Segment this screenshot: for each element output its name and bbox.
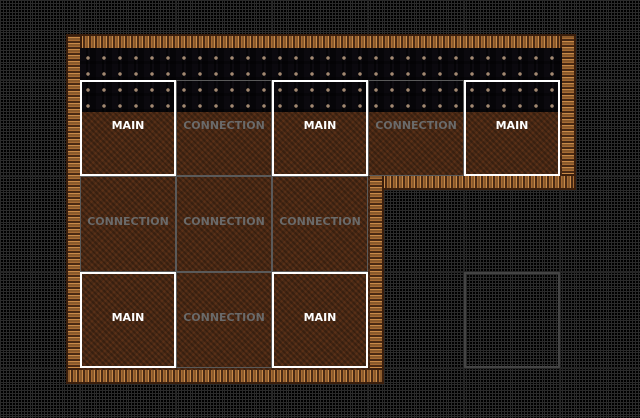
room-label: CONNECTION [87, 214, 169, 228]
room-label: MAIN [303, 310, 337, 324]
main-room-cell[interactable]: MAIN [272, 80, 368, 176]
room-label: CONNECTION [183, 310, 265, 324]
level-border-bottom [68, 370, 382, 382]
connection-room-cell[interactable]: CONNECTION [272, 176, 368, 272]
connection-room-cell[interactable]: CONNECTION [80, 176, 176, 272]
level-border-right-upper [562, 36, 574, 188]
level-border-right-lower [370, 176, 382, 382]
empty-room-slot[interactable] [464, 272, 560, 368]
room-label: CONNECTION [375, 118, 457, 132]
room-label: CONNECTION [279, 214, 361, 228]
level-border-step [370, 176, 574, 188]
room-label: MAIN [111, 310, 145, 324]
connection-room-cell[interactable]: CONNECTION [176, 176, 272, 272]
connection-room-cell[interactable]: CONNECTION [368, 80, 464, 176]
room-label: MAIN [495, 118, 529, 132]
level-border-top [68, 36, 574, 48]
level-border-left [68, 36, 80, 382]
room-label: MAIN [111, 118, 145, 132]
main-room-cell[interactable]: MAIN [80, 80, 176, 176]
room-label: MAIN [303, 118, 337, 132]
main-room-cell[interactable]: MAIN [464, 80, 560, 176]
main-room-cell[interactable]: MAIN [80, 272, 176, 368]
connection-room-cell[interactable]: CONNECTION [176, 80, 272, 176]
room-label: CONNECTION [183, 214, 265, 228]
room-label: CONNECTION [183, 118, 265, 132]
connection-room-cell[interactable]: CONNECTION [176, 272, 272, 368]
main-room-cell[interactable]: MAIN [272, 272, 368, 368]
